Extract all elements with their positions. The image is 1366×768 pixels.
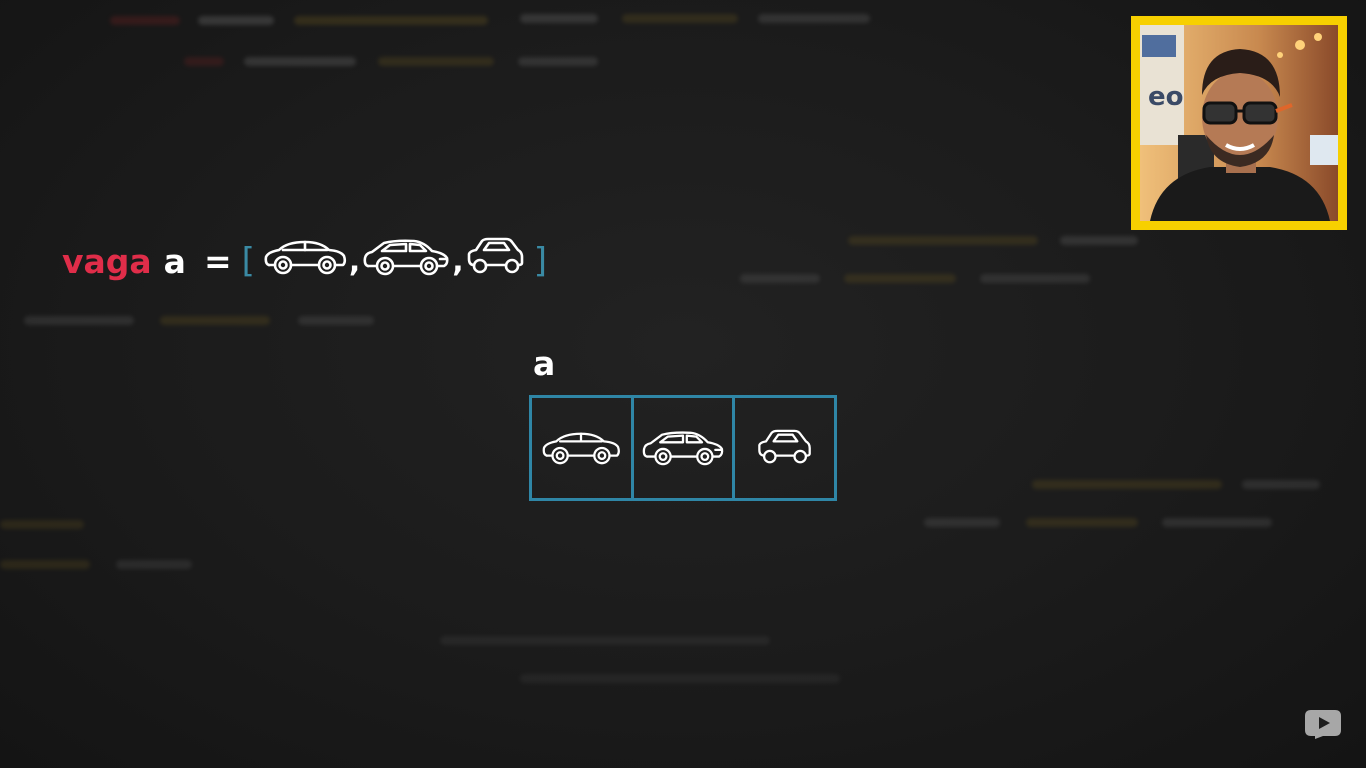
- equals-sign: =: [203, 241, 232, 281]
- array-cells: [529, 395, 837, 501]
- sedan-car-icon: [542, 432, 621, 465]
- hatchback-car-icon: [642, 431, 724, 466]
- array-cell: [532, 398, 634, 498]
- open-bracket: [: [241, 241, 255, 281]
- compact-car-icon: [466, 237, 526, 285]
- presenter-webcam: eo: [1131, 16, 1347, 230]
- sedan-car-icon: [263, 237, 347, 285]
- close-bracket: ]: [533, 241, 547, 281]
- comma-separator: ,: [348, 243, 361, 279]
- comma-separator: ,: [452, 243, 464, 279]
- array-cell: [634, 398, 736, 498]
- code-statement: vaga a = [ , ,: [62, 236, 547, 286]
- keyword-vaga: vaga: [62, 241, 152, 281]
- array-cell: [735, 398, 834, 498]
- compact-car-icon: [757, 429, 811, 464]
- svg-text:eo: eo: [1148, 82, 1184, 112]
- array-label: a: [533, 344, 556, 383]
- hatchback-car-icon: [362, 237, 450, 285]
- youtube-icon: [1303, 708, 1343, 744]
- variable-name: a: [163, 241, 186, 281]
